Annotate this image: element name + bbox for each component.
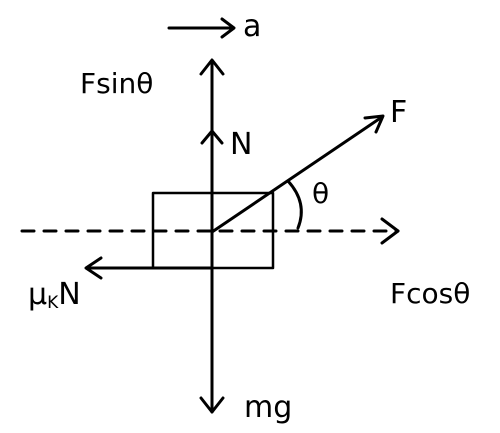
angle-label: θ [312, 177, 330, 210]
friction-subscript: K [47, 293, 59, 313]
vertical-component-label: Fsinθ [80, 67, 154, 100]
angle-arc [286, 179, 303, 230]
fsin-arrow [199, 58, 225, 234]
friction-n: N [58, 277, 81, 312]
weight-arrow [199, 230, 225, 414]
normal-force-label: N [230, 127, 253, 162]
normal-force-arrowhead [200, 129, 224, 145]
applied-force-label: F [390, 95, 408, 130]
friction-label: μKN [28, 280, 81, 312]
acceleration-label: a [243, 9, 262, 44]
acceleration-arrow [167, 17, 236, 39]
friction-mu: μ [28, 277, 48, 312]
weight-label: mg [244, 390, 293, 425]
horizontal-component-label: Fcosθ [390, 277, 471, 310]
horizontal-dashed-axis [20, 217, 400, 245]
applied-force-arrow [210, 114, 385, 234]
friction-arrow [84, 256, 214, 280]
